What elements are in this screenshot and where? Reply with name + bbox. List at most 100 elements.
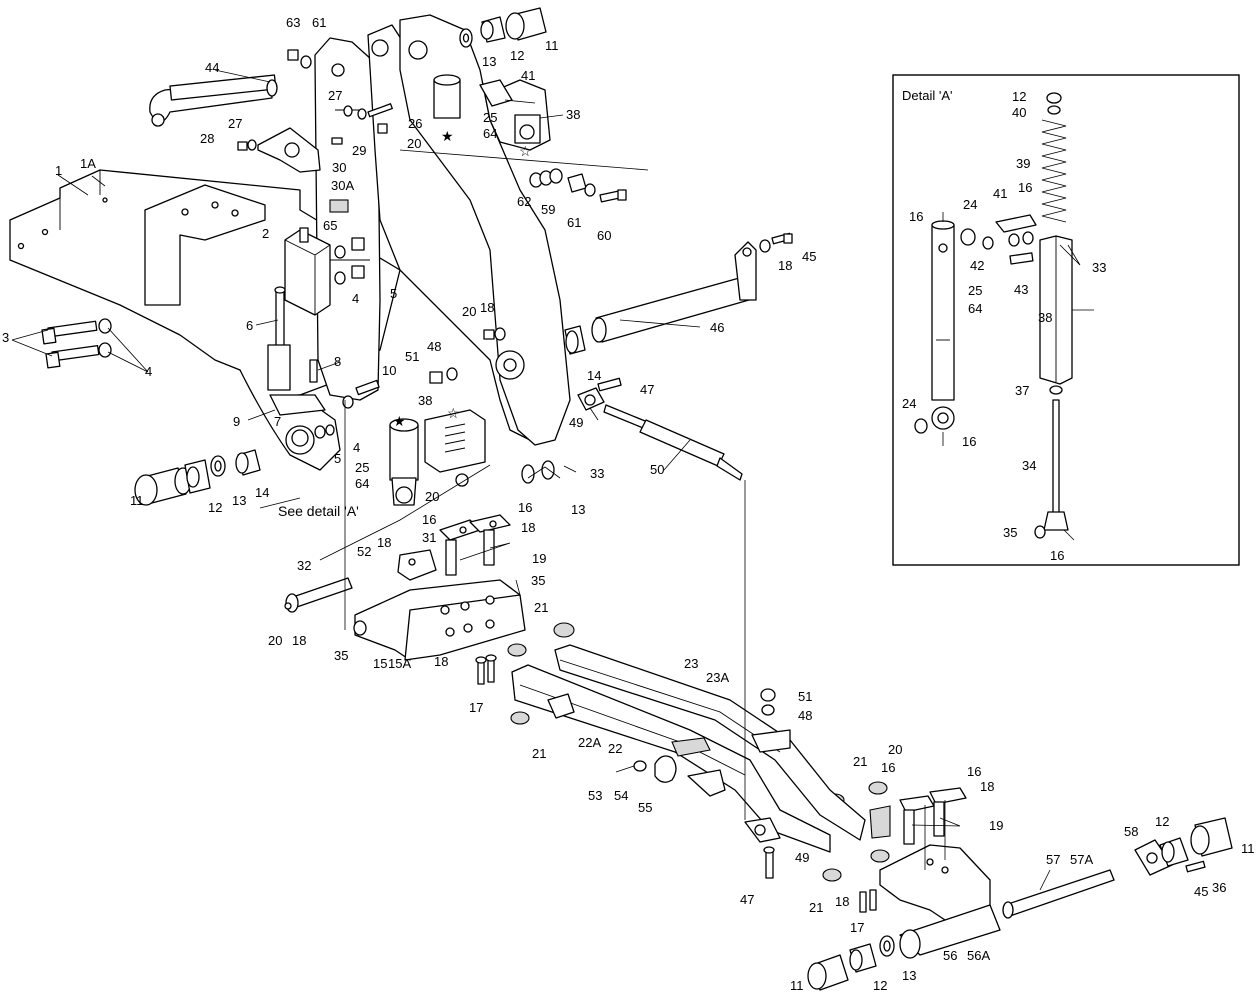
bolts-17-left xyxy=(475,654,497,685)
callout-c-8: 8 xyxy=(334,354,341,369)
callout-d-24a: 24 xyxy=(963,197,977,212)
pin-46 xyxy=(564,241,757,355)
callout-d-16c: 16 xyxy=(962,434,976,449)
frame-arm-23 xyxy=(554,644,866,841)
callout-c-12a: 12 xyxy=(208,500,222,515)
callout-c-15: 15 xyxy=(373,656,387,671)
gas-strut-50 xyxy=(577,377,743,481)
bumpers-21 xyxy=(507,622,891,882)
callout-c-5a: 5 xyxy=(390,286,397,301)
callout-d-42: 42 xyxy=(970,258,984,273)
callout-c-18f: 18 xyxy=(434,654,448,669)
frame-arm-22 xyxy=(511,664,831,853)
callout-c-11b: 11 xyxy=(545,38,559,53)
callout-c-18c: 18 xyxy=(521,520,535,535)
assembly-lines xyxy=(319,149,946,870)
callout-c-32: 32 xyxy=(297,558,311,573)
callout-c-20d: 20 xyxy=(268,633,282,648)
callout-d-39: 39 xyxy=(1016,156,1030,171)
callout-c-16d: 16 xyxy=(967,764,981,779)
svg-text:☆: ☆ xyxy=(519,143,532,159)
pin-57 xyxy=(1002,839,1173,919)
callout-c-18g: 18 xyxy=(980,779,994,794)
callout-c-56: 56 xyxy=(943,948,957,963)
nut-51-washer-48-mid xyxy=(429,367,458,384)
callout-c-21c: 21 xyxy=(853,754,867,769)
callout-d-12: 12 xyxy=(1012,89,1026,104)
callout-d-40: 40 xyxy=(1012,105,1026,120)
callout-c-25b: 25 xyxy=(355,460,369,475)
callout-c-49b: 49 xyxy=(795,850,809,865)
callout-c-2: 2 xyxy=(262,226,269,241)
callout-c-49a: 49 xyxy=(569,415,583,430)
callout-d-38: 38 xyxy=(1038,310,1052,325)
callout-d-35: 35 xyxy=(1003,525,1017,540)
callout-c-51a: 51 xyxy=(405,349,419,364)
callout-c-59: 59 xyxy=(541,202,555,217)
callout-c-61a: 61 xyxy=(312,15,326,30)
callout-c-22: 22 xyxy=(608,741,622,756)
callout-d-37: 37 xyxy=(1015,383,1029,398)
callout-c-45b: 45 xyxy=(1194,884,1208,899)
callout-c-11d: 11 xyxy=(790,978,804,993)
svg-text:☆: ☆ xyxy=(447,405,460,421)
callout-d-16b: 16 xyxy=(909,209,923,224)
see-detail-a-label: See detail 'A' xyxy=(278,503,359,519)
callout-c-17b: 17 xyxy=(850,920,864,935)
svg-text:★: ★ xyxy=(393,413,406,429)
rod-end-49-lower xyxy=(744,817,781,879)
callout-c-57A: 57A xyxy=(1070,852,1093,867)
top-wheel-set xyxy=(459,7,547,48)
hardware-62-59-61-60 xyxy=(529,168,627,203)
callout-c-64a: 64 xyxy=(483,126,497,141)
callout-c-44: 44 xyxy=(205,60,219,75)
callout-c-5b: 5 xyxy=(334,451,341,466)
callout-c-62: 62 xyxy=(517,194,531,209)
callout-c-15A: 15A xyxy=(388,656,411,671)
callout-c-3: 3 xyxy=(2,330,9,345)
nut-63-washer-61 xyxy=(287,49,312,69)
callout-c-58: 58 xyxy=(1124,824,1138,839)
callout-c-18d: 18 xyxy=(377,535,391,550)
bracket-30 xyxy=(257,127,321,173)
callout-c-52: 52 xyxy=(357,544,371,559)
callout-c-23: 23 xyxy=(684,656,698,671)
callout-c-31: 31 xyxy=(422,530,436,545)
callout-c-13a: 13 xyxy=(232,493,246,508)
bottom-wheel-set xyxy=(807,935,895,991)
pins-19-plates xyxy=(439,514,511,576)
rod-end-7 xyxy=(291,424,335,447)
pins-19-right xyxy=(899,787,967,845)
spring-unit-38 xyxy=(424,409,486,487)
hardware-20-18-mid xyxy=(483,327,506,341)
callout-c-27b: 27 xyxy=(228,116,242,131)
callout-c-19a: 19 xyxy=(532,551,546,566)
bolts-17-right xyxy=(859,889,877,913)
callout-c-21a: 21 xyxy=(534,600,548,615)
svg-text:★: ★ xyxy=(441,128,454,144)
detail-a-title: Detail 'A' xyxy=(902,88,952,103)
callout-c-35a: 35 xyxy=(531,573,545,588)
callout-c-51b: 51 xyxy=(798,689,812,704)
callout-c-19b: 19 xyxy=(989,818,1003,833)
valve-block-2 xyxy=(284,227,331,316)
callout-c-16b: 16 xyxy=(422,512,436,527)
callout-c-29: 29 xyxy=(352,143,366,158)
callout-d-33: 33 xyxy=(1092,260,1106,275)
callout-c-47b: 47 xyxy=(740,892,754,907)
callout-c-41a: 41 xyxy=(521,68,535,83)
callout-c-57: 57 xyxy=(1046,852,1060,867)
callout-d-25: 25 xyxy=(968,283,982,298)
callout-c-18a: 18 xyxy=(778,258,792,273)
callout-c-20c: 20 xyxy=(425,489,439,504)
callout-c-25a: 25 xyxy=(483,110,497,125)
callout-c-18b: 18 xyxy=(480,300,494,315)
callout-c-18e: 18 xyxy=(292,633,306,648)
upper-cylinder-assembly xyxy=(433,74,551,151)
callout-c-56A: 56A xyxy=(967,948,990,963)
swing-arm-plate xyxy=(367,14,571,446)
callout-c-11a: 11 xyxy=(130,493,144,508)
callout-c-16a: 16 xyxy=(518,500,532,515)
rod-6-plate-9 xyxy=(267,286,326,416)
